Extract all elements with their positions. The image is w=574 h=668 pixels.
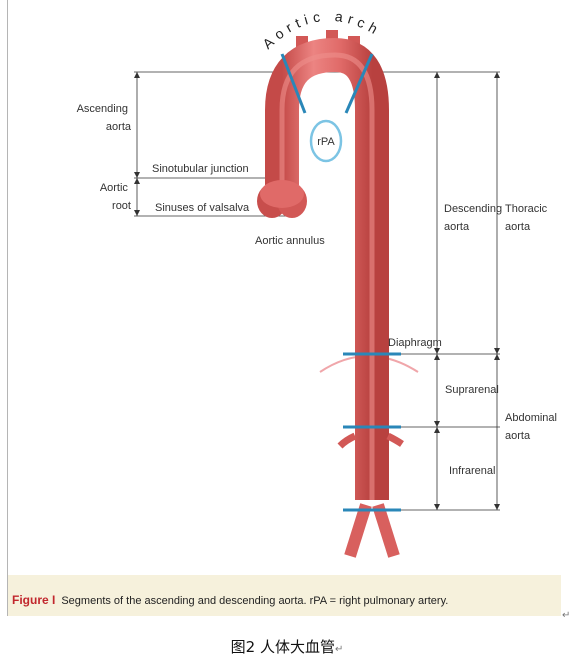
aorta-diagram: Aortic arch Ascending aorta Sinotubular … <box>77 8 560 558</box>
page-caption-text: 图2 人体大血管 <box>230 638 335 656</box>
aorta-vessel <box>257 30 404 558</box>
figure-caption-text: Segments of the ascending and descending… <box>61 595 449 607</box>
ascending-aorta-label: Ascending aorta <box>77 103 132 133</box>
abdominal-aorta-label: Abdominal aorta <box>505 412 560 442</box>
thoracic-aorta-label: Thoracic aorta <box>505 203 550 233</box>
infrarenal-label: Infrarenal <box>449 465 495 477</box>
suprarenal-label: Suprarenal <box>445 384 499 396</box>
figure-caption: Figure I Segments of the ascending and de… <box>12 593 448 607</box>
renal-branch-right <box>386 432 404 447</box>
aortic-root-label: Aortic root <box>100 182 131 212</box>
paragraph-mark-caption: ↵ <box>334 644 344 655</box>
page-caption: 图2 人体大血管↵ <box>0 636 574 657</box>
arrow-heads <box>134 72 500 510</box>
sinuses-of-valsalva-label: Sinuses of valsalva <box>155 202 250 214</box>
figure-label: Figure I <box>12 593 56 607</box>
rpa-label: rPA <box>317 136 335 148</box>
figure-frame <box>7 0 561 616</box>
sinotubular-junction-label: Sinotubular junction <box>152 163 249 175</box>
iliac-right <box>372 503 400 558</box>
arch-marker-left <box>280 53 307 114</box>
aortic-annulus-label: Aortic annulus <box>255 235 325 247</box>
renal-branch-left <box>337 432 357 449</box>
arch-marker-right <box>344 53 374 114</box>
segment-markers <box>280 53 401 512</box>
caption-bar <box>8 575 561 616</box>
descending-aorta-label: Descending aorta <box>444 203 505 233</box>
rpa-ring <box>309 119 343 163</box>
paragraph-mark: ↵ <box>562 610 571 621</box>
diaphragm-label: Diaphragm <box>388 337 442 349</box>
iliac-left <box>344 503 372 558</box>
